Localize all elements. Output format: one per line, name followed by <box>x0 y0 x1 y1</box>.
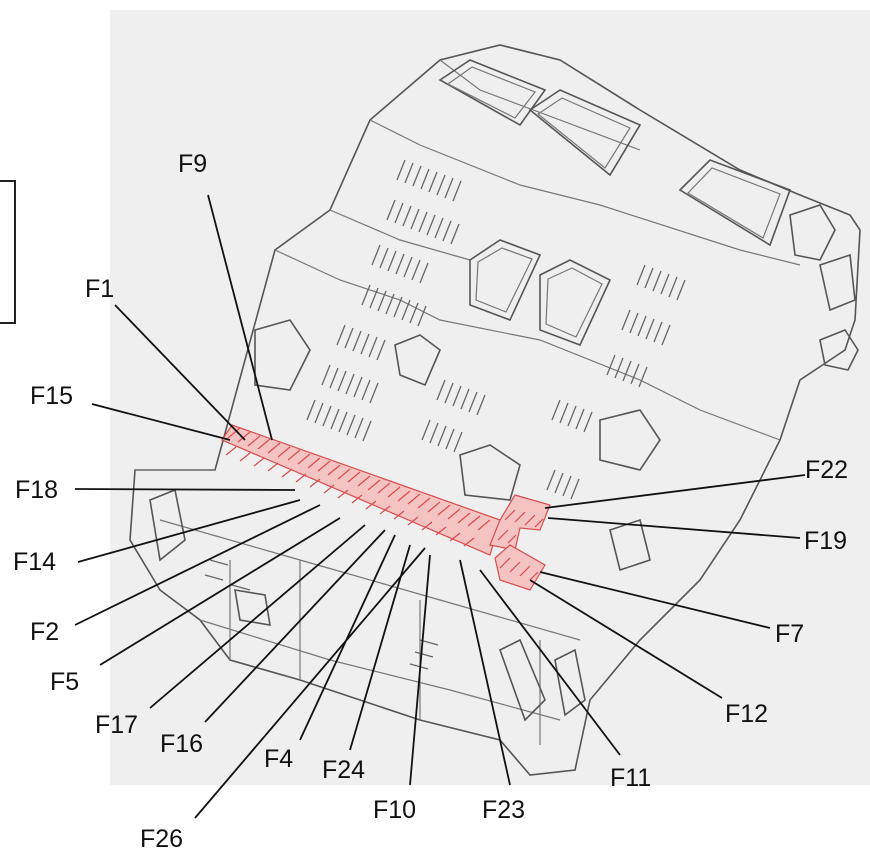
fuse-labels: F9 F1 F15 F18 F14 F2 F5 F17 F16 F4 F24 F… <box>13 150 848 853</box>
label-F19: F19 <box>804 527 847 555</box>
label-F1: F1 <box>85 275 114 303</box>
label-F14: F14 <box>13 548 56 576</box>
label-F2: F2 <box>30 618 59 646</box>
label-F24: F24 <box>322 756 365 784</box>
side-clips <box>149 253 856 722</box>
housing-outline <box>129 44 861 776</box>
label-F16: F16 <box>160 730 203 758</box>
relay-housings <box>254 59 859 501</box>
fuse-strip-main <box>221 424 501 556</box>
label-F17: F17 <box>95 711 138 739</box>
label-F7: F7 <box>775 620 804 648</box>
label-F9: F9 <box>178 150 207 178</box>
label-F11: F11 <box>610 764 651 792</box>
vent-slots <box>204 159 686 670</box>
label-F15: F15 <box>30 382 73 410</box>
label-F26: F26 <box>140 825 183 853</box>
label-F23: F23 <box>482 796 525 824</box>
label-F5: F5 <box>50 668 79 696</box>
side-frame-edge <box>0 180 16 324</box>
diagram-background <box>110 10 870 785</box>
label-F10: F10 <box>373 796 416 824</box>
leader-lines <box>74 194 806 819</box>
label-F22: F22 <box>805 456 848 484</box>
fuse-cluster-right <box>489 494 551 591</box>
label-F4: F4 <box>264 745 293 773</box>
label-F12: F12 <box>725 700 768 728</box>
label-F18: F18 <box>15 476 58 504</box>
